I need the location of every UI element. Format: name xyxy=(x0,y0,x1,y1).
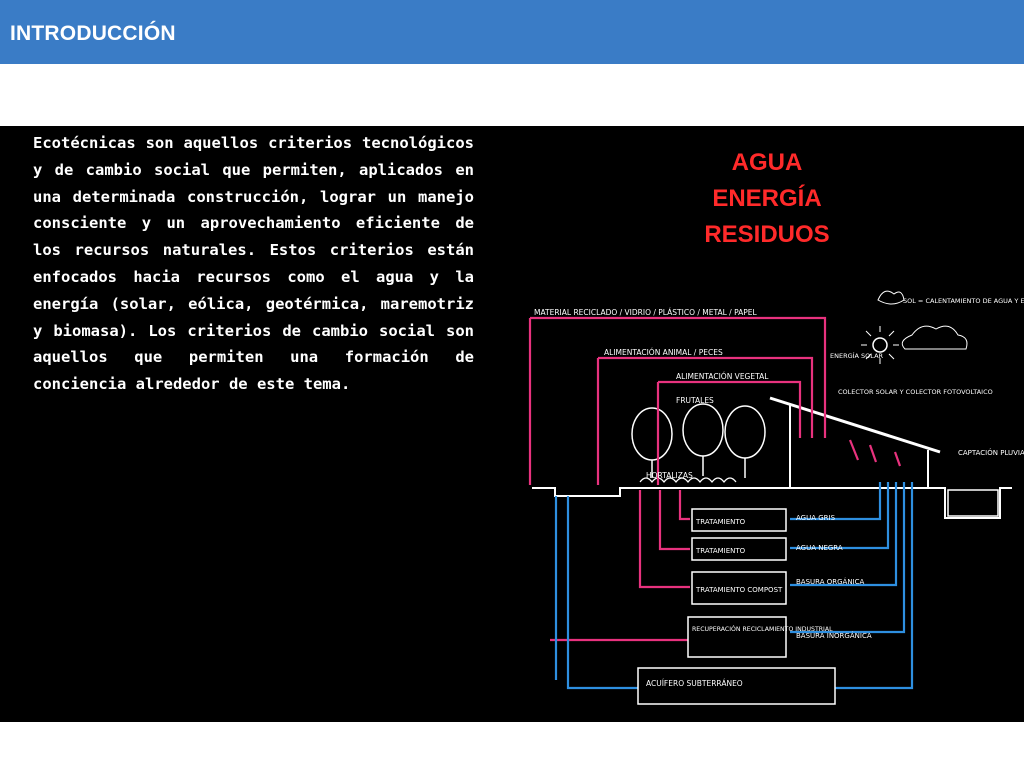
label-sun: SOL = CALENTAMIENTO DE AGUA Y ENERGÍA EL… xyxy=(903,296,1024,305)
topic-water: AGUA xyxy=(731,149,803,176)
label-rain-capture: CAPTACIÓN PLUVIAL xyxy=(958,448,1024,457)
label-fruit-trees: FRUTALES xyxy=(676,396,714,405)
topics-list: AGUA ENERGÍA RESIDUOS xyxy=(667,145,867,253)
sun-icon xyxy=(872,337,888,353)
topic-waste: RESIDUOS xyxy=(704,221,830,248)
roof xyxy=(769,396,941,454)
header-title: INTRODUCCIÓN xyxy=(10,22,176,45)
label-compost: TRATAMIENTO COMPOST xyxy=(695,586,783,594)
recycle-lines xyxy=(528,316,902,642)
label-material: MATERIAL RECICLADO / VIDRIO / PLÁSTICO /… xyxy=(534,308,758,317)
fruit-trees xyxy=(631,403,766,478)
label-solar-energy: ENERGÍA SOLAR xyxy=(830,351,884,360)
label-vegetal-feed: ALIMENTACIÓN VEGETAL xyxy=(676,372,769,381)
label-organic-waste: BASURA ORGÁNICA xyxy=(796,577,865,586)
label-collectors: COLECTOR SOLAR Y COLECTOR FOTOVOLTAICO xyxy=(838,388,993,396)
label-vegetables: HORTALIZAS xyxy=(646,471,693,480)
label-animal-feed: ALIMENTACIÓN ANIMAL / PECES xyxy=(604,348,723,357)
label-gray-water: AGUA GRIS xyxy=(796,514,836,522)
cloud-small-icon xyxy=(877,290,905,305)
sun-rays-icon xyxy=(861,326,899,364)
label-treatment-1: TRATAMIENTO xyxy=(695,518,746,526)
ground-line xyxy=(532,487,1012,519)
definition-text: Ecotécnicas son aquellos criterios tecno… xyxy=(33,134,474,394)
vegetable-garden xyxy=(639,477,737,483)
topic-energy: ENERGÍA xyxy=(712,185,822,212)
label-black-water: AGUA NEGRA xyxy=(796,544,843,552)
cloud-icon xyxy=(901,325,968,350)
cistern-tank xyxy=(947,489,999,517)
label-recycling: RECUPERACIÓN RECICLAMIENTO INDUSTRIAL xyxy=(692,624,833,633)
label-inorganic-waste: BASURA INORGÁNICA xyxy=(796,631,872,640)
header-bar: INTRODUCCIÓN xyxy=(0,0,1024,64)
water-lines xyxy=(554,482,914,690)
label-aquifer: ACUÍFERO SUBTERRÁNEO xyxy=(646,679,743,688)
label-treatment-2: TRATAMIENTO xyxy=(695,547,746,555)
process-boxes xyxy=(637,508,836,705)
